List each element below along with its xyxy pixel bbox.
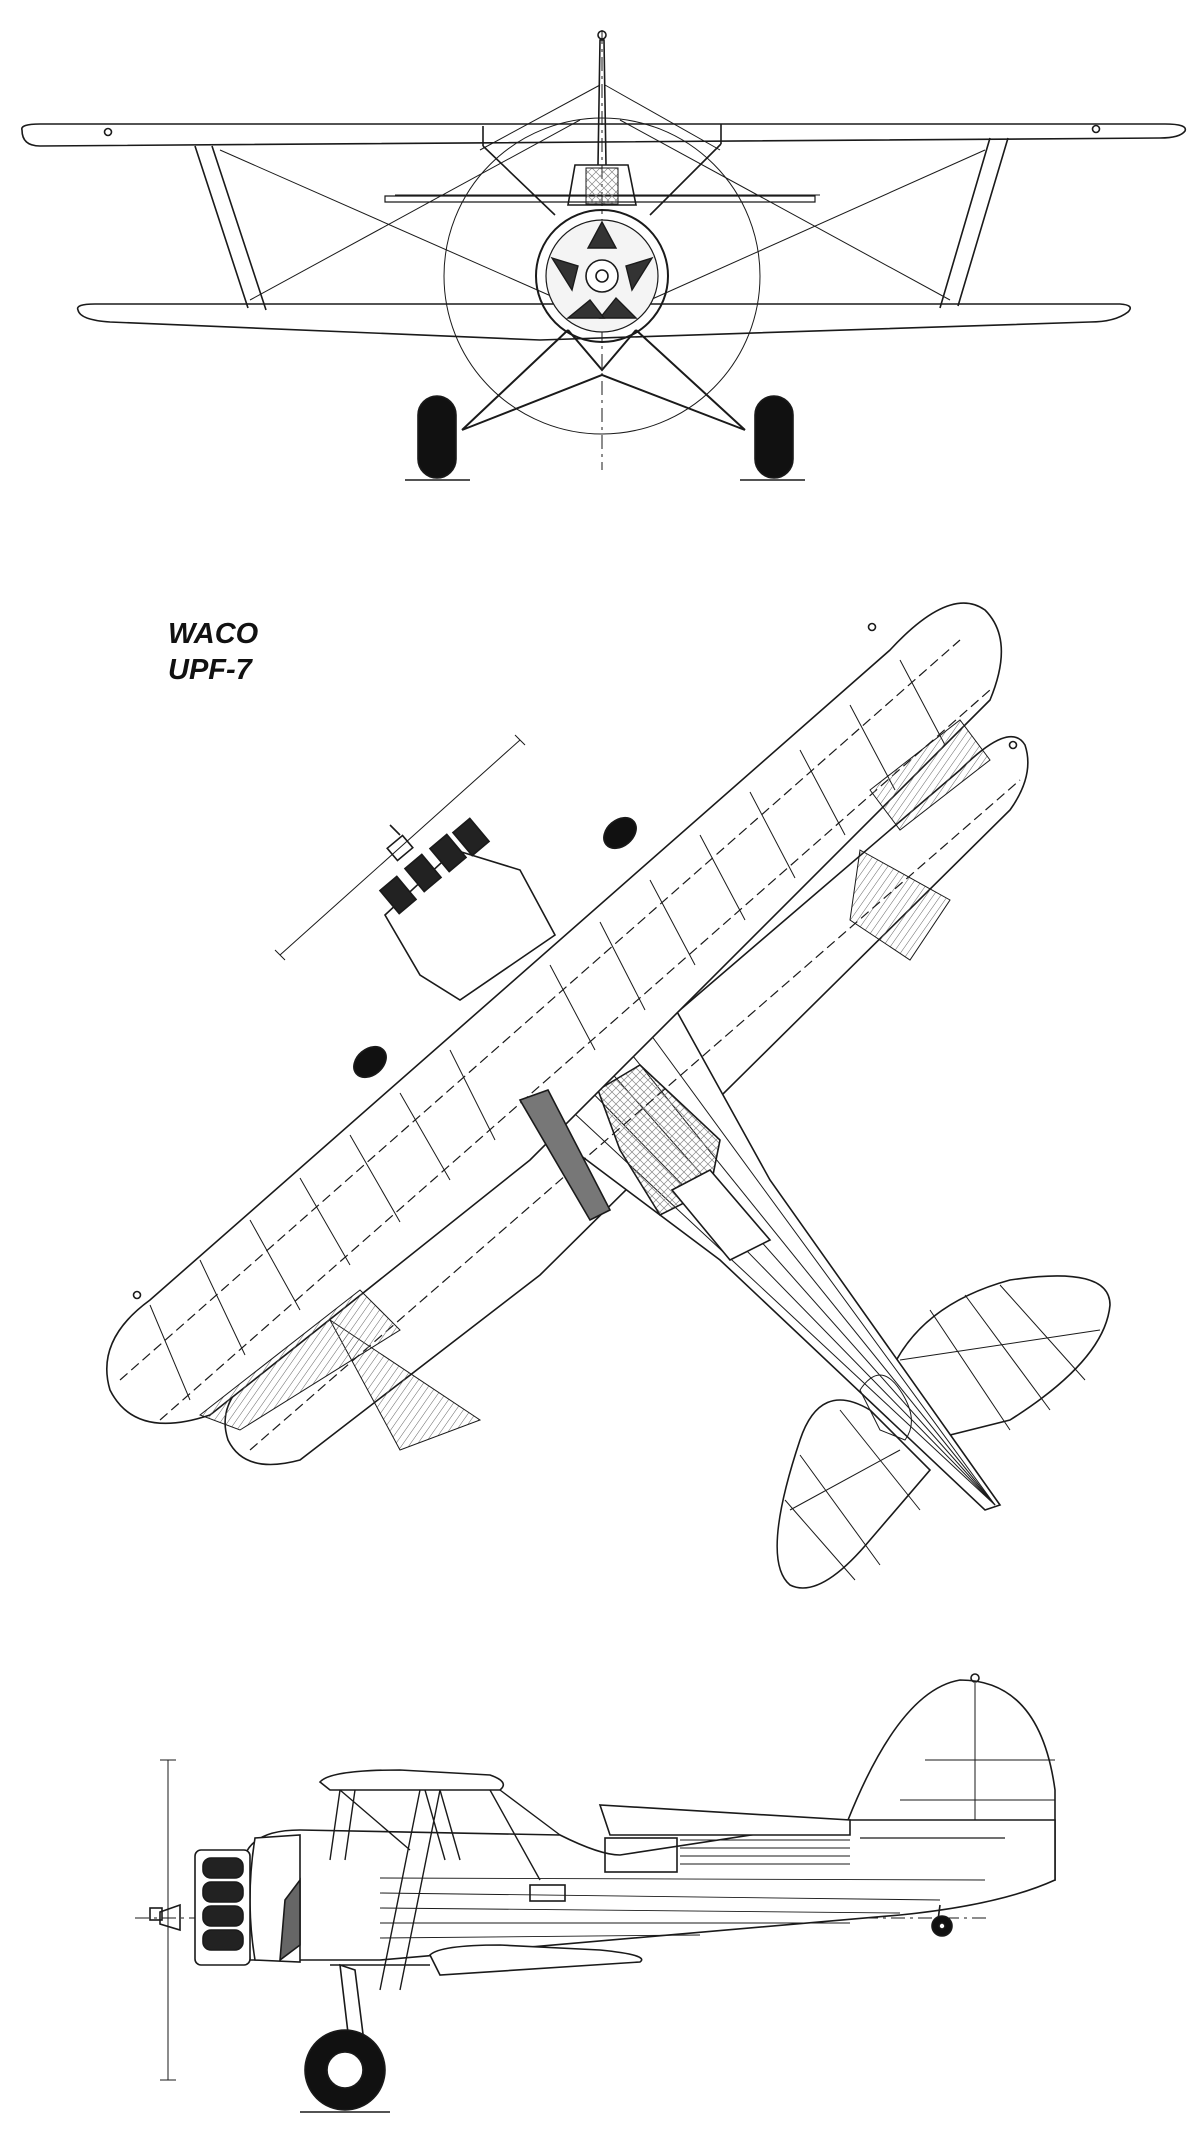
fuselage-side [244,1819,1056,1961]
upper-wing-side [318,1769,505,1791]
cabane-struts-side [329,1789,561,1991]
wheel-left-front [417,395,457,479]
lower-wing-side [429,1944,643,1976]
horizontal-tail-top-left [776,1399,932,1589]
vertical-fin-front [597,39,607,166]
landing-gear-front [461,329,746,431]
horizontal-tail-front [384,195,816,203]
aircraft-title: WACO UPF-7 [168,616,258,688]
front-view [21,30,1187,481]
horizontal-tail-top-right [879,1275,1111,1441]
dimension-line-top [274,734,526,961]
upper-wing-top [106,602,1003,1425]
interplane-strut-right [939,137,1009,309]
upper-wing-ribs [149,659,946,1401]
propeller-disc [443,117,761,435]
wheel-top-right [603,816,637,850]
engine-cowling-front [535,209,669,343]
wheel-right-front [754,395,794,479]
title-model: UPF-7 [168,654,252,686]
side-view [135,1673,1056,2113]
engine-side [194,1849,251,1966]
wing-root-hatch [518,1089,612,1222]
interplane-strut-left [194,145,267,311]
wheel-top-left [353,1045,387,1079]
upper-wing-front [21,123,1187,147]
fuselage-front [567,164,637,206]
cockpit-opening-side [604,1837,678,1873]
title-manufacturer: WACO [168,618,259,650]
dimension-line-side [160,1759,176,2081]
lower-wing-front [76,303,1131,341]
top-view [106,602,1111,1589]
